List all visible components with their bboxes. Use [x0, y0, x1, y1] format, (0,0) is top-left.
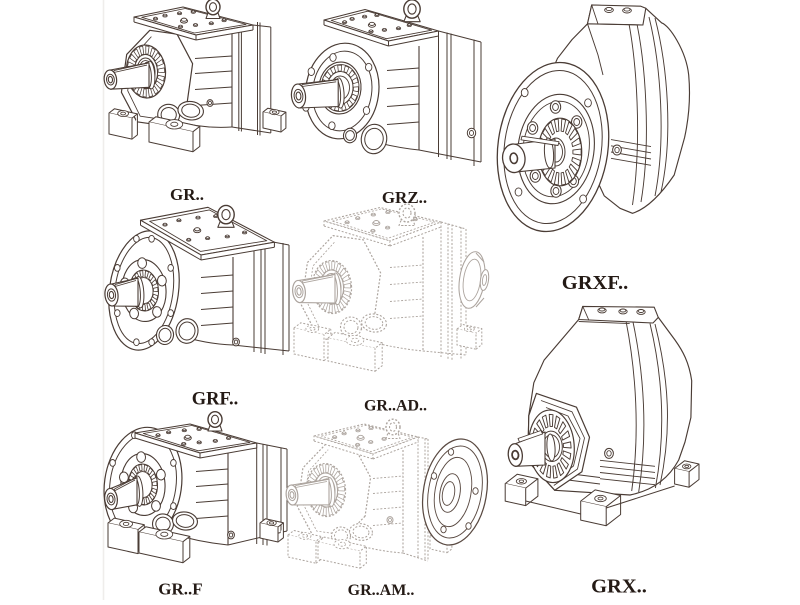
svg-text:GR..: GR..	[170, 185, 204, 204]
svg-text:GRZ..: GRZ..	[382, 188, 427, 207]
svg-text:GRX..: GRX..	[591, 576, 647, 598]
svg-text:GR..AM..: GR..AM..	[348, 582, 415, 599]
svg-text:GR..F: GR..F	[158, 580, 202, 599]
svg-text:GRF..: GRF..	[192, 390, 239, 410]
svg-text:GR..AD..: GR..AD..	[364, 398, 427, 415]
svg-text:GRXF..: GRXF..	[562, 272, 628, 294]
